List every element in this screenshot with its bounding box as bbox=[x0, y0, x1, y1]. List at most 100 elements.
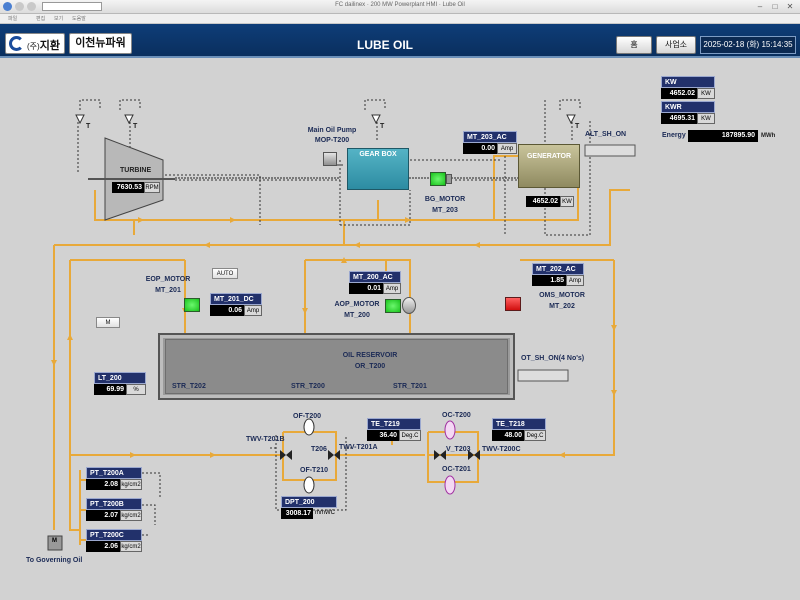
governing-m-label: M bbox=[52, 538, 57, 544]
menu-item-file[interactable]: 파일 bbox=[8, 16, 18, 22]
tag-lt-200-unit: % bbox=[126, 384, 146, 395]
reservoir-label-2: OR_T200 bbox=[354, 363, 386, 370]
tag-te-t218-unit: Deg.C bbox=[524, 430, 546, 441]
strainer-label-3: STR_T201 bbox=[393, 383, 427, 390]
mop-label-1: Main Oil Pump bbox=[307, 127, 357, 134]
tag-kwr[interactable]: KWR 4695.31 KW bbox=[661, 101, 715, 125]
tag-kwr-name: KWR bbox=[661, 101, 715, 113]
tag-pt-t200a[interactable]: PT_T200A 2.08 kg/cm2 bbox=[86, 467, 142, 491]
close-icon[interactable]: ✕ bbox=[786, 2, 794, 11]
twv-t200c-label: TWV-T200C bbox=[482, 446, 521, 453]
auto-button[interactable]: AUTO bbox=[212, 268, 238, 279]
temp-sensor-1: T bbox=[86, 123, 91, 130]
tag-te-t219-name: TE_T219 bbox=[367, 418, 421, 430]
aop-motor-label-1: AOP_MOTOR bbox=[334, 301, 380, 308]
tag-pt-t200c-unit: kg/cm2 bbox=[120, 541, 142, 552]
minimize-icon[interactable]: – bbox=[757, 2, 763, 11]
v-t203-label: V_T203 bbox=[446, 446, 471, 453]
gear-box[interactable]: GEAR BOX bbox=[347, 148, 409, 190]
tag-pt-t200b-name: PT_T200B bbox=[86, 498, 142, 510]
tag-mt-201-dc-value: 0.06 bbox=[210, 305, 244, 316]
tag-te-t218[interactable]: TE_T218 48.00 Deg.C bbox=[492, 418, 546, 442]
page-title: LUBE OIL bbox=[357, 38, 413, 52]
ot-sh-on-label: OT_SH_ON(4 No's) bbox=[521, 355, 585, 362]
menu-item-help[interactable]: 도움말 bbox=[72, 16, 86, 22]
alt-sh-on-label: ALT_SH_ON bbox=[585, 131, 627, 138]
tag-te-t218-value: 48.00 bbox=[492, 430, 524, 441]
t206-label: T206 bbox=[311, 446, 327, 453]
back-icon[interactable] bbox=[15, 2, 24, 11]
tag-mt-202-ac-value: 1.85 bbox=[532, 275, 566, 286]
aop-motor-label-2: MT_200 bbox=[344, 312, 370, 319]
generator-kw-value: 4652.02 bbox=[526, 196, 560, 207]
tag-mt-202-ac-name: MT_202_AC bbox=[532, 263, 584, 275]
maximize-icon[interactable]: □ bbox=[772, 2, 778, 11]
reservoir-label-1: OIL RESERVOIR bbox=[342, 352, 398, 359]
to-governing-oil-label: To Governing Oil bbox=[26, 557, 83, 564]
generator[interactable]: GENERATOR bbox=[518, 144, 580, 188]
window-title: FC dailinex · 200 MW Powerplant HMI · Lu… bbox=[335, 2, 465, 8]
tag-lt-200[interactable]: LT_200 69.99 % bbox=[94, 372, 146, 396]
oil-reservoir[interactable] bbox=[158, 333, 515, 400]
tag-te-t219-value: 36.40 bbox=[367, 430, 399, 441]
tag-pt-t200c[interactable]: PT_T200C 2.06 kg/cm2 bbox=[86, 529, 142, 553]
tag-te-t219[interactable]: TE_T219 36.40 Deg.C bbox=[367, 418, 421, 442]
oc-t201-label: OC-T201 bbox=[442, 466, 471, 473]
temp-sensor-2: T bbox=[133, 123, 138, 130]
office-button[interactable]: 사업소 bbox=[656, 36, 696, 54]
tag-pt-t200b[interactable]: PT_T200B 2.07 kg/cm2 bbox=[86, 498, 142, 522]
twv-t201a-label: TWV-T201A bbox=[339, 444, 378, 451]
tag-dpt-200-unit: mmWC bbox=[315, 510, 335, 516]
site-name: 이천뉴파워 bbox=[69, 33, 132, 54]
aop-pump-icon[interactable] bbox=[402, 297, 416, 314]
tag-kwr-value: 4695.31 bbox=[661, 113, 697, 124]
tag-dpt-200-name: DPT_200 bbox=[281, 496, 337, 508]
home-button[interactable]: 홈 bbox=[616, 36, 652, 54]
tag-mt-200-ac-unit: Amp bbox=[383, 283, 401, 294]
forward-icon[interactable] bbox=[27, 2, 36, 11]
tag-kw[interactable]: KW 4652.02 KW bbox=[661, 76, 715, 100]
lube-oil-diagram: TURBINE 7630.53 RPM T T T T Main Oil Pum… bbox=[0, 60, 800, 600]
tag-kw-name: KW bbox=[661, 76, 715, 88]
tag-te-t218-name: TE_T218 bbox=[492, 418, 546, 430]
page-header: (주)지환 이천뉴파워 LUBE OIL 홈 사업소 2025-02-18 (화… bbox=[0, 24, 800, 58]
twv-t201b-label: TWV-T201B bbox=[246, 436, 285, 443]
app-icon bbox=[3, 2, 12, 11]
generator-kw-unit: KW bbox=[560, 196, 574, 207]
menu-item-view[interactable]: 보기 bbox=[54, 16, 64, 22]
bg-motor-icon[interactable] bbox=[430, 172, 446, 186]
eop-motor-icon[interactable] bbox=[184, 298, 200, 312]
tag-mt-201-dc-name: MT_201_DC bbox=[210, 293, 262, 305]
menu-item-edit[interactable]: 편집 bbox=[36, 16, 46, 22]
generator-kw: 4652.02 KW bbox=[526, 196, 574, 207]
company-logo: (주)지환 bbox=[5, 33, 65, 54]
tag-mt-200-ac[interactable]: MT_200_AC 0.01 Amp bbox=[349, 271, 401, 295]
of-t200-label: OF-T200 bbox=[293, 413, 322, 420]
tag-kw-unit: KW bbox=[697, 88, 715, 99]
company-prefix: (주) bbox=[27, 42, 40, 51]
tag-mt-203-ac-unit: Amp bbox=[497, 143, 517, 154]
oil-reservoir-inner bbox=[165, 339, 508, 394]
tag-dpt-200[interactable]: DPT_200 3008.17 mmWC bbox=[281, 496, 337, 520]
tag-pt-t200a-name: PT_T200A bbox=[86, 467, 142, 479]
turbine-rpm-unit: RPM bbox=[144, 182, 160, 193]
oms-motor-icon[interactable] bbox=[505, 297, 521, 311]
tag-te-t219-unit: Deg.C bbox=[399, 430, 421, 441]
tag-mt-202-ac-unit: Amp bbox=[566, 275, 584, 286]
pipe-network bbox=[47, 99, 636, 551]
tag-dpt-200-value: 3008.17 bbox=[281, 508, 313, 519]
address-field[interactable] bbox=[42, 2, 102, 11]
tag-mt-202-ac[interactable]: MT_202_AC 1.85 Amp bbox=[532, 263, 584, 287]
oms-motor-label-2: MT_202 bbox=[549, 303, 575, 310]
main-oil-pump-icon[interactable] bbox=[323, 152, 337, 166]
bg-motor-label-1: BG_MOTOR bbox=[424, 196, 466, 203]
tag-lt-200-name: LT_200 bbox=[94, 372, 146, 384]
aop-motor-icon[interactable] bbox=[385, 299, 401, 313]
of-t210-label: OF-T210 bbox=[300, 467, 329, 474]
tag-mt-201-dc[interactable]: MT_201_DC 0.06 Amp bbox=[210, 293, 262, 317]
tag-mt-203-ac[interactable]: MT_203_AC 0.00 Amp bbox=[463, 131, 517, 155]
manual-button[interactable]: M bbox=[96, 317, 120, 328]
tag-pt-t200b-value: 2.07 bbox=[86, 510, 120, 521]
tag-mt-203-ac-value: 0.00 bbox=[463, 143, 497, 154]
